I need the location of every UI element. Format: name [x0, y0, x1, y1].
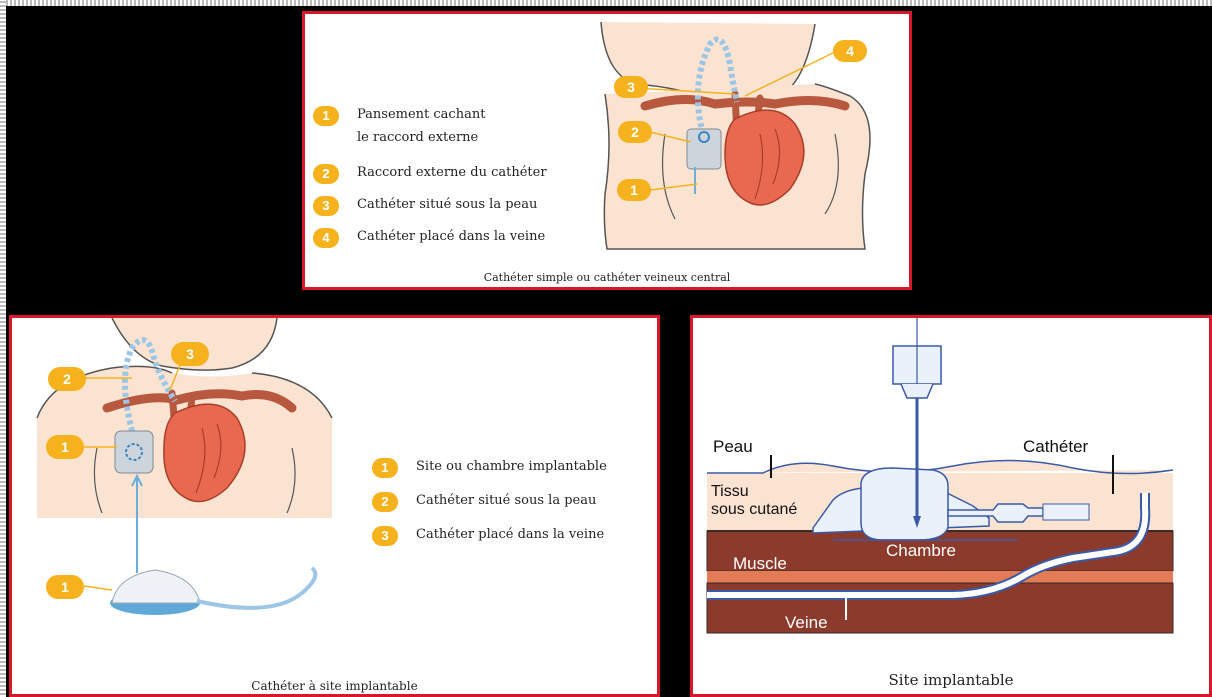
legend-item: 4 Cathéter placé dans la veine [313, 229, 547, 261]
marker-badge: 2 [618, 121, 652, 143]
label-veine: Veine [785, 613, 828, 632]
legend-top: 1 Pansement cachant le raccord externe 2 Ra… [313, 107, 547, 261]
legend-item: 3 Cathéter situé sous la peau [313, 197, 547, 229]
legend-item: 1 Pansement cachant le raccord externe [313, 107, 547, 165]
legend-text: Cathéter situé sous la peau [416, 493, 596, 508]
legend-text: Cathéter placé dans la veine [357, 229, 545, 244]
panel-implantable-site-cross-section: Peau Cathéter Tissu sous cutané Chambre … [690, 315, 1212, 697]
dotted-border-left [0, 0, 6, 697]
legend-number-badge: 2 [313, 164, 339, 184]
legend-item: 1 Site ou chambre implantable [372, 459, 607, 493]
marker-badge: 4 [833, 40, 867, 62]
legend-number-badge: 3 [313, 196, 339, 216]
dotted-border-top [0, 0, 1212, 6]
legend-left: 1 Site ou chambre implantable 2 Cathéter s… [372, 459, 607, 561]
legend-item: 3 Cathéter placé dans la veine [372, 527, 607, 561]
legend-text: Site ou chambre implantable [416, 459, 607, 474]
label-catheter: Cathéter [1023, 437, 1089, 456]
legend-number-badge: 2 [372, 492, 398, 512]
marker-4: 4 [846, 43, 854, 59]
caption-left: Cathéter à site implantable [12, 679, 657, 693]
marker-1-port: 1 [61, 579, 69, 595]
marker-3: 3 [627, 79, 635, 95]
marker-badge: 2 [48, 367, 86, 391]
caption-top: Cathéter simple ou cathéter veineux cent… [305, 271, 909, 284]
legend-item: 2 Cathéter situé sous la peau [372, 493, 607, 527]
marker-badge: 1 [46, 575, 84, 599]
marker-2: 2 [631, 124, 639, 140]
label-muscle: Muscle [733, 554, 787, 573]
marker-badge: 3 [614, 76, 648, 98]
label-chambre: Chambre [886, 541, 956, 560]
marker-1: 1 [630, 182, 638, 198]
panel-central-venous-catheter: 3 2 1 4 1 Pansement cachant le raccord ext… [302, 11, 912, 290]
legend-number-badge: 3 [372, 526, 398, 546]
legend-text: Cathéter placé dans la veine [416, 527, 604, 542]
marker-badge: 1 [617, 179, 651, 201]
marker-3: 3 [186, 346, 194, 362]
legend-number-badge: 4 [313, 228, 339, 248]
legend-number-badge: 1 [372, 458, 398, 478]
legend-text: Pansement cachant [357, 107, 547, 122]
cross-section-illustration: Peau Cathéter Tissu sous cutané Chambre … [693, 318, 1209, 694]
legend-item: 2 Raccord externe du cathéter [313, 165, 547, 197]
label-tissu: Tissu [711, 483, 749, 500]
marker-2: 2 [63, 371, 71, 387]
marker-badge: 3 [171, 342, 209, 366]
label-sous-cutane: sous cutané [711, 501, 797, 518]
legend-text: Cathéter situé sous la peau [357, 197, 537, 212]
marker-badge: 1 [46, 435, 84, 459]
legend-text: le raccord externe [357, 130, 547, 145]
legend-number-badge: 1 [313, 106, 339, 126]
legend-text: Raccord externe du cathéter [357, 165, 547, 180]
caption-right: Site implantable [693, 671, 1209, 689]
marker-1: 1 [61, 439, 69, 455]
label-peau: Peau [713, 437, 753, 456]
